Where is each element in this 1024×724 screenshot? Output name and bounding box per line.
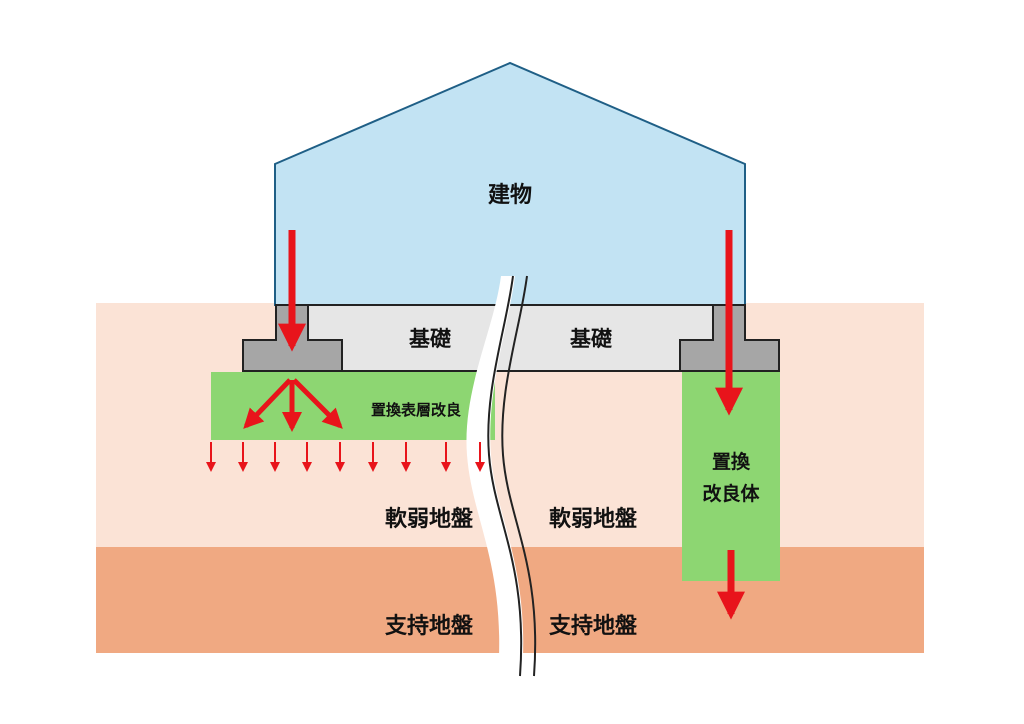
spread-arrow-right: [292, 378, 343, 429]
foundation-slab: [307, 304, 714, 372]
foundation-label-right: 基礎: [570, 327, 612, 351]
bearing-ground-label-left: 支持地盤: [385, 613, 474, 639]
pile-label-line1: 置換: [712, 450, 751, 473]
bearing-ground-label-right: 支持地盤: [549, 613, 638, 639]
soft-ground-label-right: 軟弱地盤: [549, 506, 638, 532]
break-line-right: [501, 275, 537, 677]
break-line-left: [487, 275, 523, 677]
spread-arrow-left: [243, 378, 292, 429]
building: [274, 61, 746, 306]
pile-label-line2: 改良体: [702, 482, 760, 505]
surface-improvement-label: 置換表層改良: [371, 401, 461, 419]
soft-ground-label-left: 軟弱地盤: [385, 506, 474, 532]
break-band: [466, 276, 524, 676]
foundation-label-left: 基礎: [409, 327, 451, 351]
building-label: 建物: [488, 182, 532, 208]
distributed-load-arrows: [206, 442, 485, 472]
